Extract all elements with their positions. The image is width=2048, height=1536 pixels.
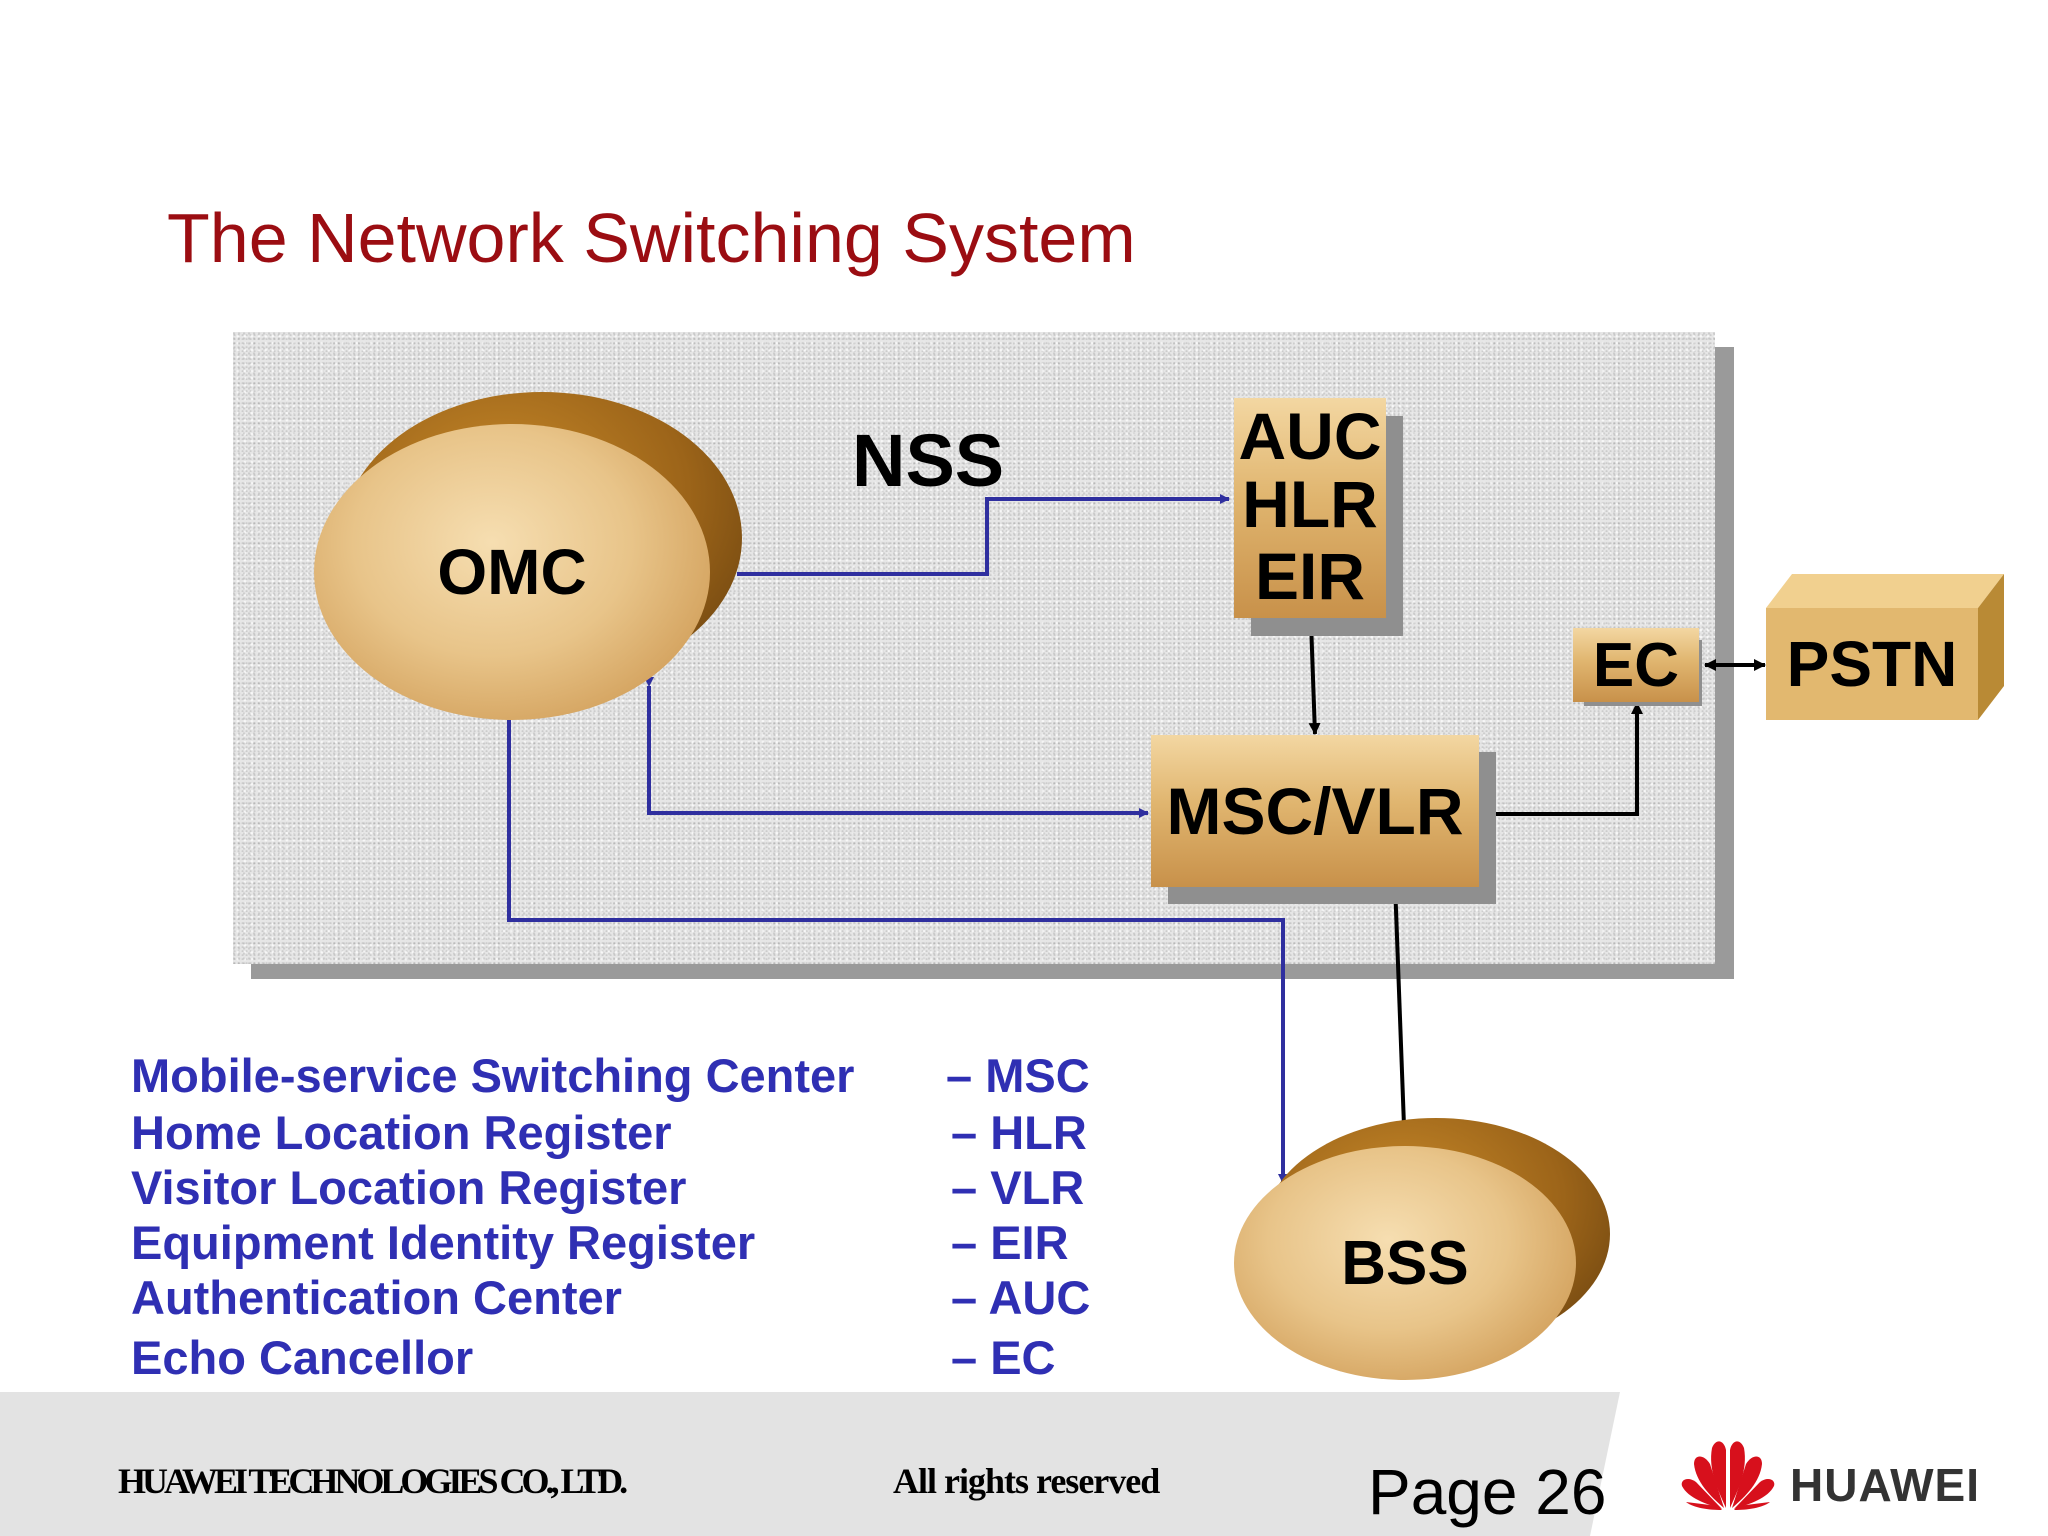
connector-eir-msc [1305,621,1321,735]
legend-abbr: – AUC [951,1271,1091,1324]
msc-vlr-label: MSC/VLR [1166,774,1464,848]
connector-omc-bss [504,711,1288,1184]
legend-abbr: – HLR [951,1106,1087,1159]
legend-abbr: – MSC [946,1049,1090,1102]
eir-label: EIR [1254,539,1366,613]
legend-term: Mobile-service Switching Center [131,1049,855,1102]
legend-abbr: – EC [951,1331,1056,1384]
legend-abbr: – EIR [951,1216,1069,1269]
pstn-node: PSTN [1766,608,1978,720]
legend-term: Equipment Identity Register [131,1216,756,1269]
nss-label: NSS [852,419,1005,502]
bss-node: BSS [1234,1146,1576,1380]
omc-node: OMC [314,424,710,720]
connector-omc-msc [644,677,1149,818]
abbreviation-legend: Mobile-service Switching Center – MSC Ho… [131,1048,1131,1388]
auc-label: AUC [1238,399,1382,473]
omc-label: OMC [437,536,587,608]
connector-msc-ec [1479,702,1643,820]
footer-logo-area [1590,1392,2048,1536]
huawei-logo-icon [1681,1441,1775,1510]
bss-label: BSS [1341,1228,1469,1298]
slide-title: The Network Switching System [167,199,1136,277]
footer-company: HUAWEI TECHNOLOGIES CO., LTD. [118,1461,628,1501]
legend-term: Visitor Location Register [131,1161,687,1214]
connector-omc-to-hlr [737,494,1230,576]
pstn-box-3d [1766,574,2004,720]
legend-abbr: – VLR [951,1161,1085,1214]
register-stack: AUC HLR EIR [1234,398,1386,618]
hlr-label: HLR [1242,467,1378,541]
pstn-label: PSTN [1786,628,1958,700]
ec-label: EC [1592,630,1680,700]
ec-node: EC [1573,628,1699,702]
legend-term: Home Location Register [131,1106,672,1159]
huawei-wordmark: HUAWEI [1790,1459,1980,1511]
legend-term: Echo Cancellor [131,1331,474,1384]
footer-rights: All rights reserved [893,1461,1160,1501]
page-number: Page 26 [1368,1456,1607,1528]
connector-msc-bss [1389,882,1411,1154]
msc-vlr-node: MSC/VLR [1151,735,1479,887]
legend-term: Authentication Center [131,1271,622,1324]
